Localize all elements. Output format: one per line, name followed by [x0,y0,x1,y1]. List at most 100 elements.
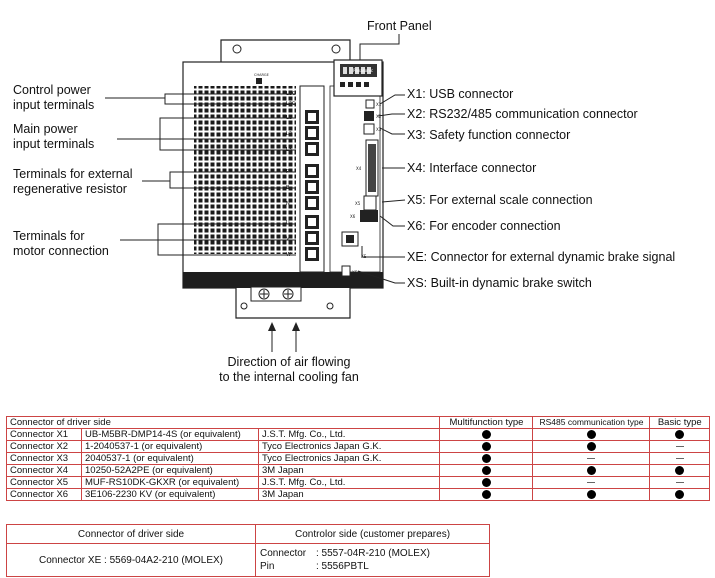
terminal-screw-head [308,218,316,226]
cooling-vents [194,86,296,254]
rs485-cell [532,452,651,465]
connector-maker: Tyco Electronics Japan G.K. [257,452,441,465]
x5-mark: X5 [355,201,361,206]
xe-controller-side-header: Controlor side (customer prepares) [255,524,490,544]
multifunction-cell [439,476,534,489]
x5-label: X5: For external scale connection [407,193,593,207]
connector-part: 1-2040537-1 (or equivalent) [81,440,259,453]
x2-label: X2: RS232/485 communication connector [407,107,638,121]
x6-mark: X6 [350,214,356,219]
not-supported-dash [675,457,684,459]
terminal-mark: P [286,169,289,175]
supported-dot [481,429,491,439]
supported-dot [481,465,491,475]
basic-cell [649,488,710,501]
xe-controller-value: Connector: 5557-04R-210 (MOLEX) Pin: 555… [255,543,490,577]
regen-resistor-label: Terminals for external regenerative resi… [13,167,133,196]
terminal-mark: U [286,220,290,226]
controller-pin-key: Pin [260,561,275,572]
connector-name: Connector X2 [6,440,82,453]
xs-switch [341,265,351,277]
multifunction-cell [439,440,534,453]
connector-part: MUF-RS10DK-GKXR (or equivalent) [81,476,259,489]
connector-part: 2040537-1 (or equivalent) [81,452,259,465]
not-supported-dash [587,457,596,459]
rs485-cell [532,440,651,453]
supported-dot [481,441,491,451]
front-panel-label: Front Panel [367,19,432,33]
terminal-screw-head [308,167,316,175]
terminal-mark: W [286,252,291,258]
terminal-mark: B [286,185,290,191]
basic-cell [649,452,710,465]
multifunction-cell [439,464,534,477]
not-supported-dash [675,481,684,483]
col-rs485-header: RS485 communication type [532,416,651,429]
rs485-cell [532,464,651,477]
supported-dot [586,429,596,439]
not-supported-dash [675,445,684,447]
charge-lamp [256,78,262,84]
supported-dot [675,429,685,439]
terminal-screw-head [308,129,316,137]
charge-label: CHARGE [254,73,269,77]
col-basic-header: Basic type [649,416,710,429]
multifunction-cell [439,452,534,465]
supported-dot [481,489,491,499]
motor-connection-label: Terminals for motor connection [13,229,109,258]
x6-connector [360,210,378,222]
connector-name: Connector X4 [6,464,82,477]
connector-name: Connector X5 [6,476,82,489]
terminal-mark: V [286,236,290,242]
col-multifunction-header: Multifunction type [439,416,534,429]
terminal-mark: L2 [286,131,292,137]
not-supported-dash [587,481,596,483]
connector-maker: 3M Japan [257,488,441,501]
rs485-cell [532,428,651,441]
supported-dot [586,441,596,451]
terminal-screw-head [308,199,316,207]
supported-dot [586,489,596,499]
controller-pin-val: : 5556PBTL [316,561,369,572]
supported-dot [675,465,685,475]
connector-name: Connector X6 [6,488,82,501]
x1-connector [365,99,375,109]
top-mounting-flange [220,39,351,62]
main-power-label: Main power input terminals [13,122,95,151]
terminal-mark: L2C [286,101,296,107]
xs-label: XS: Built-in dynamic brake switch [407,276,592,290]
x1-mark: X1 [376,102,382,107]
table-row: Connector XE : 5569-04A2-210 (MOLEX) Con… [6,543,490,577]
multifunction-cell [439,428,534,441]
terminal-mark: L1C [286,91,296,97]
controller-connector-key: Connector [260,548,307,559]
rs485-cell [532,476,651,489]
terminal-screw-head [308,113,316,121]
connector-maker: Tyco Electronics Japan G.K. [257,440,441,453]
terminal-screw-head [308,145,316,153]
x5-connector [363,195,377,211]
xs-mark: XS [352,270,358,275]
air-flow-label: Direction of air flowing to the internal… [219,355,359,384]
basic-cell [649,428,710,441]
col-connector-header: Connector of driver side [5,416,441,429]
xe-driver-value: Connector XE : 5569-04A2-210 (MOLEX) [6,543,256,577]
supported-dot [675,489,685,499]
xe-connector-table: Connector of driver side Controlor side … [6,524,490,577]
connector-part: 3E106-2230 KV (or equivalent) [81,488,259,501]
basic-cell [649,440,710,453]
connector-name: Connector X3 [6,452,82,465]
x6-label: X6: For encoder connection [407,219,561,233]
connector-table: Connector of driver side Multifunction t… [5,416,710,501]
connector-maker: J.S.T. Mfg. Co., Ltd. [257,428,441,441]
x1-label: X1: USB connector [407,87,514,101]
connector-name: Connector X1 [6,428,82,441]
connector-part: 10250-52A2PE (or equivalent) [81,464,259,477]
